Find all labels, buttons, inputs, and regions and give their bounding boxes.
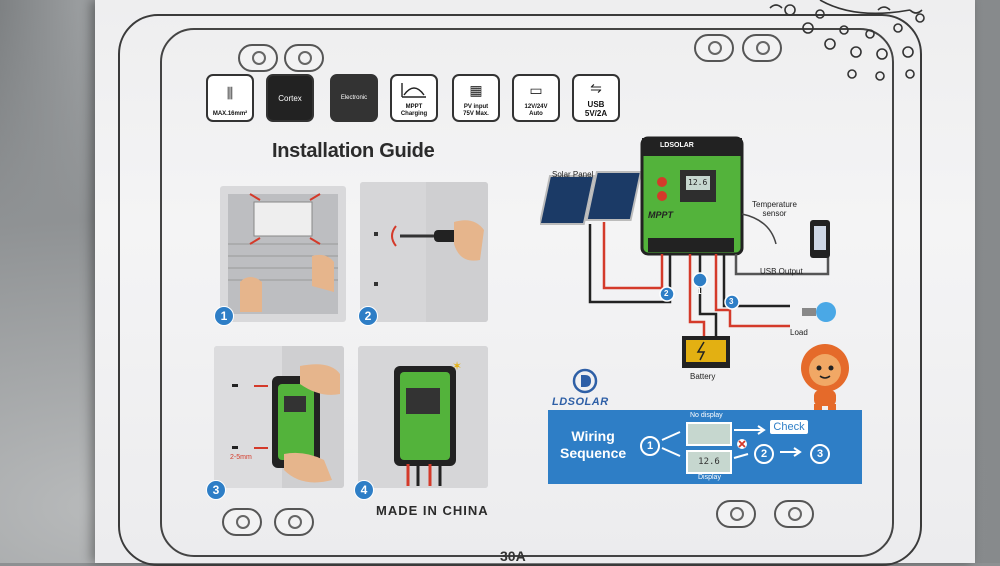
feature-processor: Electronic: [330, 74, 378, 122]
step-2-number: 2: [358, 306, 378, 326]
step-4-number: 4: [354, 480, 374, 500]
feature-pv-input: ▦ PV input 75V Max.: [452, 74, 500, 122]
wiring-arrows: [661, 425, 802, 459]
solar-panel-icon: ▦: [469, 81, 483, 98]
cable-icon: ⫼: [226, 85, 234, 101]
wiring-sequence-panel: Wiring Sequence 1 No display 12.6 Displa…: [548, 410, 862, 484]
bottom-partial-text: 30A: [500, 548, 526, 564]
wire-number-2: 2: [664, 289, 669, 298]
battery-icon: ▭: [529, 81, 543, 98]
chip-icon: Cortex: [278, 93, 302, 103]
mounting-tab-icon: [238, 44, 278, 72]
wiring-diagram: [540, 136, 836, 368]
mounting-tab-icon: [742, 34, 782, 62]
step-1-panel: [220, 186, 346, 322]
lion-mascot-icon: [801, 344, 849, 410]
wiring-step-2: 2: [754, 444, 774, 464]
mppt-curve-icon: [400, 76, 428, 104]
made-in-label: MADE IN CHINA: [376, 503, 489, 518]
usb-icon: ⇋: [590, 79, 602, 96]
no-display-label: No display: [690, 412, 723, 419]
lcd-blank: [686, 422, 732, 446]
controller-model: MPPT: [648, 210, 674, 220]
step-1-number: 1: [214, 306, 234, 326]
step-3-panel: 2-5mm: [214, 346, 344, 488]
wire-number-3: 3: [729, 297, 734, 306]
lcd-display: 12.6: [686, 450, 732, 474]
feature-usb: ⇋ USB 5V/2A: [572, 74, 620, 122]
controller-lcd-value: 12.6: [688, 178, 708, 187]
mounting-tab-icon: [274, 508, 314, 536]
page-title: Installation Guide: [272, 140, 435, 162]
mounting-tab-icon: [284, 44, 324, 72]
mounting-tab-icon: [716, 500, 756, 528]
processor-icon: Electronic: [340, 95, 368, 101]
step-4-panel: ✶: [358, 346, 488, 488]
usb-output-label: USB Output: [760, 267, 803, 276]
feature-mppt: MPPT Charging: [390, 74, 438, 122]
mounting-tab-icon: [222, 508, 262, 536]
load-label: Load: [790, 328, 808, 337]
brand-name: LDSOLAR: [552, 396, 609, 408]
feature-battery: ▭ 12V/24V Auto: [512, 74, 560, 122]
step-3-note: 2-5mm: [230, 454, 252, 461]
box-inner-frame: [160, 28, 894, 557]
sun-sketch-icon: [769, 0, 925, 81]
controller-brand: LDSOLAR: [660, 142, 694, 149]
wiring-step-3: 3: [810, 444, 830, 464]
step-2-panel: [360, 182, 488, 322]
wire-number-1: 1: [697, 287, 702, 296]
svg-text:✶: ✶: [452, 359, 462, 373]
display-label: Display: [698, 474, 721, 481]
wiring-title: Wiring Sequence: [560, 428, 627, 461]
temperature-sensor-label: Temperature sensor: [752, 200, 797, 218]
solar-panel-label: Solar Panel: [552, 170, 594, 179]
feature-cable: ⫼ MAX.16mm²: [206, 74, 254, 122]
battery-label: Battery: [690, 372, 716, 381]
check-label: Check: [770, 420, 808, 434]
feature-chip: Cortex: [266, 74, 314, 122]
brand-logo-icon: [572, 368, 598, 394]
step-3-number: 3: [206, 480, 226, 500]
mounting-tab-icon: [774, 500, 814, 528]
mounting-tab-icon: [694, 34, 734, 62]
wiring-step-1: 1: [640, 436, 660, 456]
